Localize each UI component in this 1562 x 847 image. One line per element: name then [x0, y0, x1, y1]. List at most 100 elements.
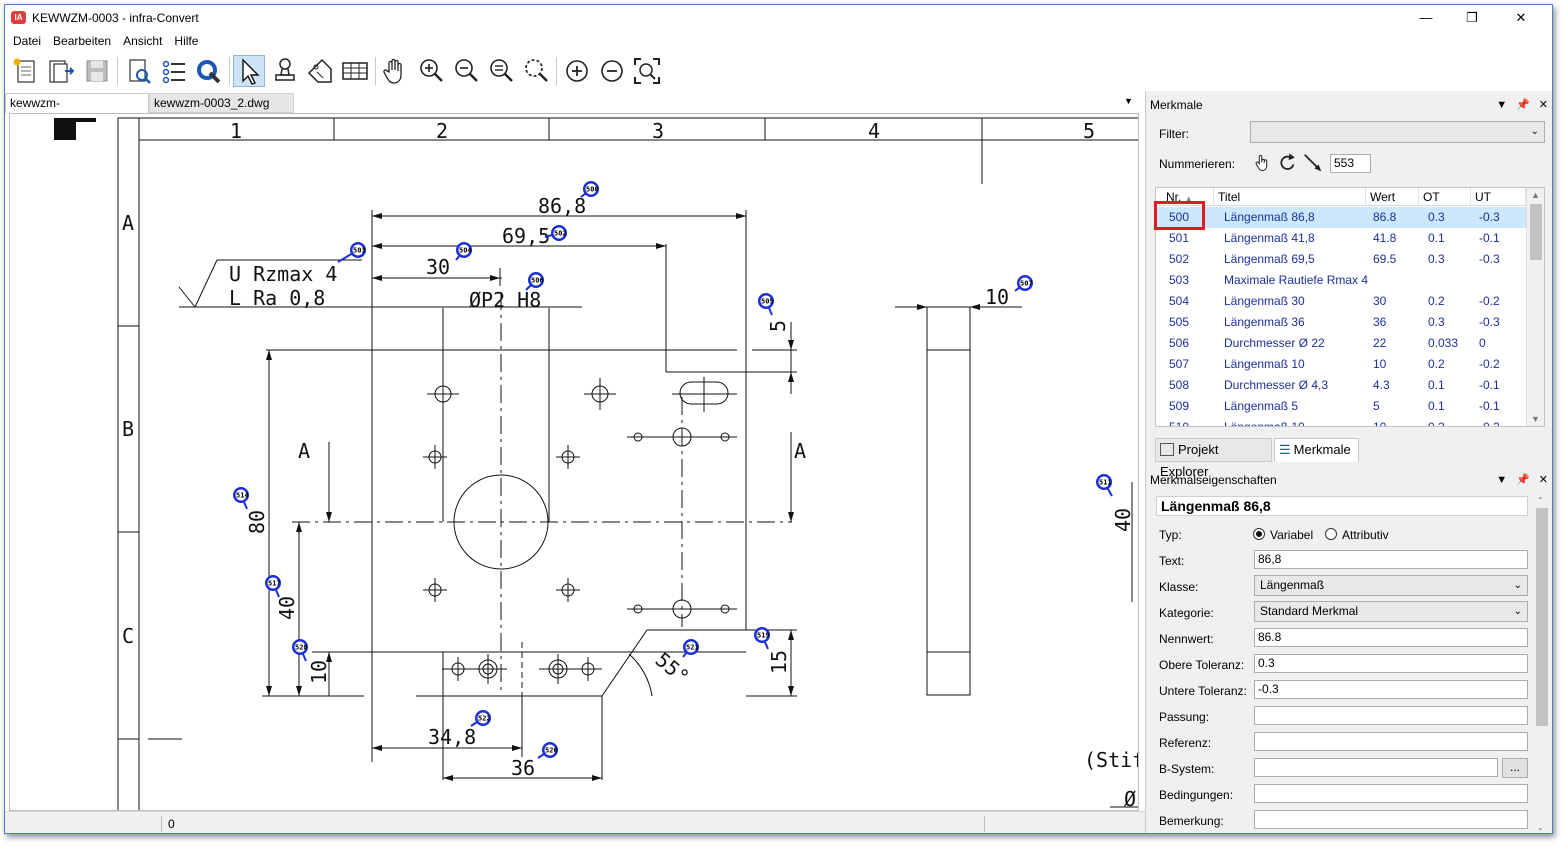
- scroll-up-icon[interactable]: ⌃: [1537, 496, 1544, 505]
- stamp-button[interactable]: [269, 55, 301, 87]
- radio-attributiv-label[interactable]: Attributiv: [1342, 528, 1389, 542]
- arrow-line-icon[interactable]: [1301, 152, 1325, 174]
- b-system-field[interactable]: [1254, 758, 1498, 777]
- untere-toleranz-field[interactable]: -0.3: [1254, 680, 1528, 699]
- balloon-marker[interactable]: 503: [337, 242, 366, 263]
- kategorie-dropdown[interactable]: Standard Merkmal⌄: [1254, 601, 1528, 622]
- drawing-canvas[interactable]: 1 2 3 4 5 A B C 86,8 69,5 30 U Rzmax 4 L…: [9, 113, 1139, 811]
- numbering-input[interactable]: 553: [1330, 154, 1371, 173]
- bedingungen-field[interactable]: [1254, 784, 1528, 803]
- balloon-marker[interactable]: 502: [544, 225, 567, 241]
- pin-icon[interactable]: 📌: [1516, 474, 1530, 486]
- balloon-marker[interactable]: 517: [265, 575, 281, 598]
- klasse-dropdown[interactable]: Längenmaß⌄: [1254, 575, 1528, 596]
- export-button[interactable]: [45, 55, 77, 87]
- obere-toleranz-field[interactable]: 0.3: [1254, 654, 1528, 673]
- scroll-down-icon[interactable]: ▼: [1531, 414, 1540, 424]
- circle-plus-button[interactable]: [561, 55, 593, 87]
- close-button[interactable]: ✕: [1515, 10, 1527, 25]
- balloon-marker[interactable]: 500: [580, 181, 599, 198]
- text-field[interactable]: 86,8: [1254, 550, 1528, 569]
- minimize-button[interactable]: —: [1419, 10, 1433, 25]
- balloon-marker[interactable]: 520: [292, 639, 308, 662]
- tab-list-dropdown-icon[interactable]: ▼: [1124, 96, 1133, 106]
- rotate-icon[interactable]: [1277, 152, 1299, 174]
- close-icon[interactable]: ✕: [1538, 99, 1548, 111]
- menu-hilfe[interactable]: Hilfe: [174, 34, 199, 48]
- referenz-field[interactable]: [1254, 732, 1528, 751]
- balloon-marker[interactable]: 506: [525, 272, 544, 291]
- hand-icon[interactable]: [1253, 152, 1273, 174]
- tab-merkmale[interactable]: ☰Merkmale: [1274, 438, 1359, 462]
- radio-attributiv[interactable]: [1325, 528, 1337, 540]
- tab-kewwzm-0003-2[interactable]: kewwzm-0003_2.dwg: [149, 93, 294, 113]
- sort-icon: ▲: [1184, 194, 1193, 203]
- scrollbar-thumb[interactable]: [1536, 508, 1548, 726]
- zoom-fit-button[interactable]: [485, 55, 517, 87]
- radio-variabel-label[interactable]: Variabel: [1270, 528, 1314, 542]
- new-document-button[interactable]: [9, 55, 41, 87]
- column-header-nr[interactable]: Nr. ▲: [1156, 188, 1214, 206]
- pan-hand-button[interactable]: [379, 55, 411, 87]
- close-icon[interactable]: ✕: [1538, 474, 1548, 486]
- settings-tool-button[interactable]: [193, 55, 225, 87]
- balloon-marker[interactable]: 521: [682, 639, 699, 658]
- tag-button[interactable]: [304, 55, 336, 87]
- balloon-marker[interactable]: 507: [1014, 275, 1033, 292]
- balloon-marker[interactable]: 505: [758, 293, 774, 316]
- b-system-browse-button[interactable]: ...: [1502, 758, 1528, 778]
- select-pointer-button[interactable]: [233, 55, 265, 87]
- chevron-down-icon: ⌄: [1513, 580, 1522, 591]
- tab-projekt-explorer[interactable]: Projekt Explorer: [1155, 438, 1272, 479]
- scrollbar-thumb[interactable]: [1530, 204, 1542, 260]
- scroll-down-icon[interactable]: ⌄: [1537, 823, 1544, 832]
- save-button[interactable]: [81, 55, 113, 87]
- circle-plus-icon: [566, 60, 588, 82]
- balloon-marker[interactable]: 522: [470, 710, 491, 727]
- scroll-up-icon[interactable]: ▲: [1531, 190, 1540, 200]
- menu-datei[interactable]: Datei: [13, 34, 42, 48]
- nennwert-field[interactable]: 86.8: [1254, 628, 1528, 647]
- balloon-marker[interactable]: 526: [537, 742, 558, 759]
- properties-scrollbar[interactable]: ⌃ ⌄: [1533, 496, 1550, 832]
- dropdown-icon[interactable]: ▼: [1496, 474, 1508, 486]
- balloon-marker[interactable]: 514: [233, 487, 249, 510]
- column-header-ot[interactable]: OT: [1419, 188, 1471, 206]
- fit-all-button[interactable]: [631, 55, 663, 87]
- balloon-marker[interactable]: 519: [754, 627, 770, 650]
- column-header-titel[interactable]: Titel: [1214, 188, 1366, 206]
- filter-dropdown[interactable]: ⌄: [1250, 121, 1545, 143]
- circle-minus-button[interactable]: [596, 55, 628, 87]
- balloon-marker[interactable]: 504: [455, 242, 472, 261]
- menu-bearbeiten[interactable]: Bearbeiten: [53, 34, 112, 48]
- zoom-in-button[interactable]: [415, 55, 447, 87]
- search-document-button[interactable]: [123, 55, 155, 87]
- table-button[interactable]: [339, 55, 371, 87]
- dropdown-icon[interactable]: ▼: [1496, 99, 1508, 111]
- radio-variabel[interactable]: [1253, 528, 1265, 540]
- zoom-out-button[interactable]: [450, 55, 482, 87]
- menu-ansicht[interactable]: Ansicht: [123, 34, 163, 48]
- table-scrollbar[interactable]: ▲ ▼: [1526, 188, 1544, 426]
- maximize-button[interactable]: ❐: [1466, 10, 1478, 25]
- tab-kewwzm-0003-1[interactable]: kewwzm-0003_1.dwg✕: [5, 93, 149, 128]
- column-header-ut[interactable]: UT: [1471, 188, 1526, 206]
- bemerkung-field[interactable]: [1254, 810, 1528, 829]
- list-button[interactable]: [158, 55, 190, 87]
- zoom-window-button[interactable]: [520, 55, 552, 87]
- column-header-wert[interactable]: Wert: [1366, 188, 1419, 206]
- balloon-marker[interactable]: 511: [1096, 474, 1113, 497]
- pin-icon[interactable]: 📌: [1516, 99, 1530, 111]
- passung-field[interactable]: [1254, 706, 1528, 725]
